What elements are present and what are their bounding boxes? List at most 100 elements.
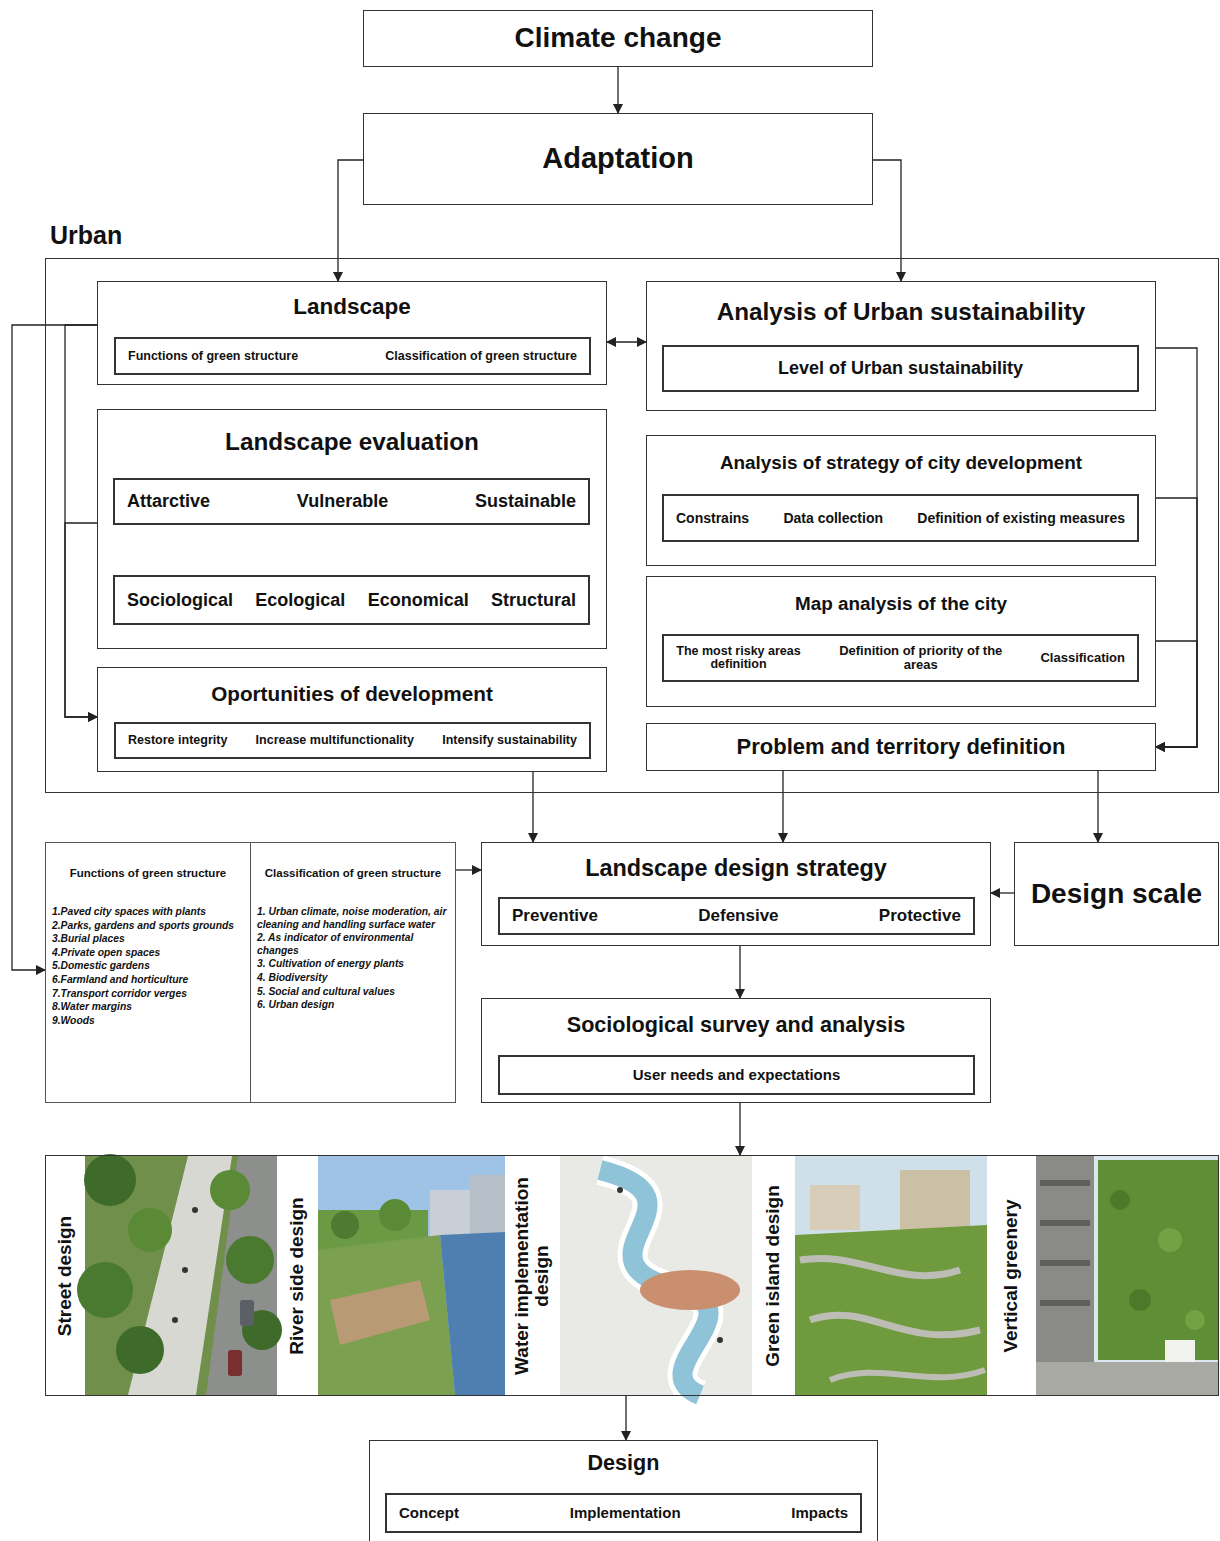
connector-arrow — [739, 1103, 740, 1155]
green-island-photo — [795, 1156, 987, 1395]
box-title: Analysis of Urban sustainability — [647, 298, 1155, 326]
box-title: Design — [370, 1451, 877, 1476]
process-box: Sociological survey and analysisUser nee… — [481, 998, 991, 1103]
box-title: Landscape design strategy — [482, 855, 990, 882]
box-title: Sociological survey and analysis — [482, 1013, 990, 1038]
connector-arrow — [1156, 498, 1197, 747]
node-text: User needs and expectations — [633, 1066, 841, 1083]
node-text: Economical — [368, 590, 469, 611]
node-text: Sociological — [127, 590, 233, 611]
process-box: Analysis of strategy of city development… — [646, 435, 1156, 566]
node-text: Concept — [399, 1504, 459, 1521]
process-box: Design scale — [1014, 842, 1219, 946]
table-column: Classification of green structure1. Urba… — [250, 842, 456, 1103]
photo-band: Street design River side design Water impl… — [45, 1155, 1219, 1396]
list-item: 3. Cultivation of energy plants — [251, 958, 455, 971]
connector-arrow — [873, 160, 901, 281]
street-photo — [77, 1154, 282, 1395]
item-box: ConstrainsData collectionDefinition of e… — [662, 494, 1139, 542]
node-text: Classification — [1040, 651, 1125, 666]
list-item: 8.Water margins — [46, 1001, 250, 1014]
process-box: Map analysis of the cityThe most risky a… — [646, 576, 1156, 707]
item-box: The most risky areas definition Definitio… — [662, 634, 1139, 682]
connector-arrow — [1156, 641, 1197, 747]
node-text: Definition of priority of the areas — [838, 644, 1003, 671]
list-item: 6. Urban design — [251, 999, 455, 1012]
node-text: Vulnerable — [297, 491, 388, 512]
photo-caption: River side design — [287, 1163, 307, 1389]
process-box: Landscape evaluationAttarctive Vulnerable… — [97, 409, 607, 649]
connector-arrow — [782, 771, 783, 842]
node-text: Structural — [491, 590, 576, 611]
process-box: LandscapeFunctions of green structure Cla… — [97, 281, 607, 385]
node-text: Protective — [879, 906, 961, 926]
node-text: Impacts — [791, 1504, 848, 1521]
node-text: Definition of existing measures — [917, 510, 1125, 526]
box-title: Landscape — [98, 294, 606, 320]
node-text: Ecological — [255, 590, 345, 611]
process-box: DesignConcept Implementation Impacts — [369, 1440, 878, 1541]
connector-arrow — [532, 772, 533, 842]
list-item: 3.Burial places — [46, 933, 250, 946]
node-text: Adaptation — [542, 142, 693, 175]
process-box: Analysis of Urban sustainabilityLevel of… — [646, 281, 1156, 411]
connector-arrow — [617, 67, 618, 113]
list-item: 4.Private open spaces — [46, 947, 250, 960]
node-text: Implementation — [570, 1504, 681, 1521]
region-frame: UrbanLandscapeFunctions of green structu… — [45, 258, 1219, 793]
box-title: Urban — [50, 221, 122, 250]
node-text: Functions of green structure — [128, 349, 298, 363]
green-wall-photo — [1036, 1156, 1219, 1395]
item-box: Concept Implementation Impacts — [385, 1493, 862, 1533]
list-item: 5.Domestic gardens — [46, 960, 250, 973]
list-item: 4. Biodiversity — [251, 972, 455, 985]
node-text: Sustainable — [475, 491, 576, 512]
photo-caption: Vertical greenery — [1001, 1163, 1021, 1389]
connector-arrow — [1156, 348, 1197, 747]
node-text: Intensify sustainability — [442, 733, 577, 747]
connector-arrow — [65, 325, 97, 717]
node-text: Classification of green structure — [385, 349, 577, 363]
item-box: Attarctive Vulnerable Sustainable — [113, 478, 590, 525]
node-text: Preventive — [512, 906, 598, 926]
node-text: Problem and territory definition — [737, 734, 1066, 759]
node-text: The most risky areas definition — [676, 645, 801, 671]
connector-arrow — [1097, 771, 1098, 842]
table-column: Functions of green structure 1.Paved city… — [45, 842, 251, 1103]
photo-caption: Water implementation design — [512, 1163, 552, 1389]
photo-caption: Street design — [55, 1163, 75, 1389]
list-item: 2.Parks, gardens and sports grounds — [46, 920, 250, 933]
process-box: Problem and territory definition — [646, 723, 1156, 771]
photo-caption: Green island design — [763, 1163, 783, 1389]
column-header: Functions of green structure — [50, 867, 246, 880]
box-title: Analysis of strategy of city development — [647, 452, 1155, 474]
item-box: Restore integrityIncrease multifunctiona… — [114, 722, 591, 759]
item-box: Functions of green structure Classificati… — [114, 337, 591, 375]
list-item: 1.Paved city spaces with plants — [46, 906, 250, 919]
box-title: Map analysis of the city — [647, 593, 1155, 615]
item-box: Sociological Ecological Economical Structur… — [113, 575, 590, 625]
node-text: Constrains — [676, 510, 749, 526]
process-box: Climate change — [363, 10, 873, 67]
process-box: Landscape design strategyPreventiveDefen… — [481, 842, 991, 946]
item-box: Level of Urban sustainability — [662, 345, 1139, 392]
node-text: Level of Urban sustainability — [778, 358, 1023, 379]
connector-arrow — [607, 341, 646, 342]
connector-arrow — [456, 869, 481, 870]
connector-arrow — [739, 946, 740, 998]
connector-arrow — [65, 523, 97, 717]
column-header: Classification of green structure — [255, 867, 451, 880]
node-text: Climate change — [515, 22, 722, 54]
box-title: Landscape evaluation — [98, 428, 606, 456]
list-item: 9.Woods — [46, 1015, 250, 1028]
connector-arrow — [338, 160, 363, 281]
box-title: Oportunities of development — [98, 682, 606, 706]
item-box: PreventiveDefensiveProtective — [498, 897, 975, 935]
list-item: 7.Transport corridor verges — [46, 988, 250, 1001]
process-box: Adaptation — [363, 113, 873, 205]
list-item: 5. Social and cultural values — [251, 986, 455, 999]
riverside-photo — [318, 1156, 505, 1395]
node-text: Attarctive — [127, 491, 210, 512]
water-plaza-photo — [560, 1156, 752, 1395]
node-text: Design scale — [1031, 878, 1202, 910]
